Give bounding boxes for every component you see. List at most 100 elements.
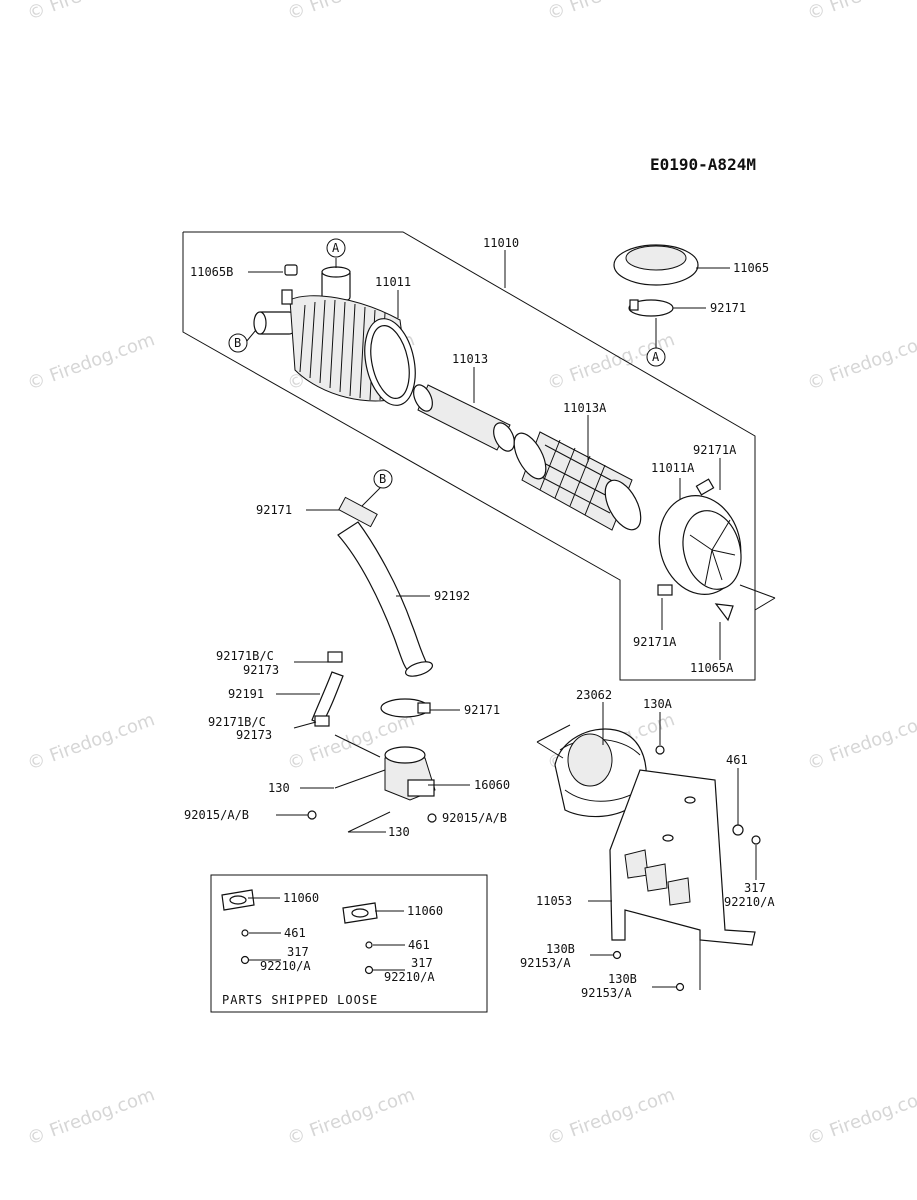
part-label-92153A-2: 92153/A [581,986,632,1000]
leader-line [739,584,776,599]
watermark: © Firedog.com [25,0,158,25]
callout-b-hose [373,469,393,489]
nut-92015 [307,810,317,820]
part-label-92171-top: 92171 [710,301,746,315]
hose-92192 [337,496,434,677]
callout-a-right [646,347,666,367]
part-label-92192: 92192 [434,589,470,603]
part-label-130B-2: 130B [608,972,637,986]
callout-b-left-label: B [234,336,241,350]
part-label-11011: 11011 [375,275,411,289]
box-label-461-1: 461 [284,926,306,940]
nut-130B [612,950,622,960]
box-label-11060-1: 11060 [283,891,319,905]
elbow-16060 [384,746,436,801]
box-label-11060-2: 11060 [407,904,443,918]
part-label-11065: 11065 [733,261,769,275]
leader-line [293,721,317,729]
nut-317 [751,835,761,845]
part-label-130A: 130A [643,697,673,711]
part-label-23062: 23062 [576,688,612,702]
nut-317-box [240,955,250,965]
callout-b-left [228,333,248,353]
callout-a-right-label: A [652,350,660,364]
diagram-code: E0190-A824M [650,155,756,174]
part-label-11010: 11010 [483,236,519,250]
clamp-92171-top [628,299,674,317]
part-label-92015-1: 92015/A/B [184,808,249,822]
part-label-11053: 11053 [536,894,572,908]
watermark: © Firedog.com [805,709,917,775]
leader-line [245,329,257,343]
bolt-130-lower [347,811,391,833]
shroud-23062 [554,728,647,818]
washer-461-box [365,941,373,949]
plate-11053 [609,769,756,946]
washer-461 [732,824,744,836]
callout-a-top-label: A [332,241,340,255]
leader-line [361,487,381,507]
leader-line [754,597,776,611]
watermark: © Firedog.com [285,1084,418,1150]
part-label-92171BC-2: 92171B/C [208,715,266,729]
part-label-130-1: 130 [268,781,290,795]
part-label-461-right: 461 [726,753,748,767]
watermark: © Firedog.com [25,1084,158,1150]
box-label-461-2: 461 [408,938,430,952]
watermark: © Firedog.com [545,1084,678,1150]
leader-line [334,734,381,758]
filter-11013 [413,384,515,452]
part-label-317-right: 317 [744,881,766,895]
part-label-92153A-1: 92153/A [520,956,571,970]
cover-11011A [657,478,742,622]
watermark: © Firedog.com [805,1084,917,1150]
box-label-317-1: 317 [287,945,309,959]
part-label-92210A-right: 92210/A [724,895,775,909]
part-label-16060: 16060 [474,778,510,792]
gasket-11060-left [221,889,255,911]
watermark: © Firedog.com [25,709,158,775]
clamp-92171 [380,698,431,718]
nut-130A [655,745,665,755]
part-label-11013: 11013 [452,352,488,366]
callout-b-hose-label: B [379,472,386,486]
leader-line [536,724,571,743]
air-cleaner-body [253,264,416,406]
watermark: © Firedog.com [25,329,158,395]
watermark: © Firedog.com [285,0,418,25]
box-title: PARTS SHIPPED LOOSE [222,993,378,1007]
assembly-outline [182,231,756,681]
part-label-92173-1: 92173 [243,663,279,677]
washer-461-box [241,929,249,937]
nut-317-box [364,965,374,975]
filter-11013A [513,431,642,531]
part-label-92171A-bottom: 92171A [633,635,677,649]
cap-11065 [613,244,699,286]
nut-92015 [427,813,437,823]
part-label-92171BC-1: 92171B/C [216,649,274,663]
box-label-317-2: 317 [411,956,433,970]
part-label-130B-1: 130B [546,942,575,956]
part-label-11065B: 11065B [190,265,233,279]
part-label-11011A: 11011A [651,461,695,475]
bolt-130-upper [334,769,386,789]
hose-92191 [311,651,344,727]
callout-a-top [326,238,346,258]
leader-line [536,741,564,759]
part-label-92171A-top: 92171A [693,443,737,457]
watermark: © Firedog.com [805,329,917,395]
box-label-92210A-1: 92210/A [260,959,311,973]
watermark: © Firedog.com [545,0,678,25]
gasket-11060-right [342,902,378,924]
part-label-11013A: 11013A [563,401,607,415]
box-label-92210A-2: 92210/A [384,970,435,984]
part-label-92173-2: 92173 [236,728,272,742]
part-label-92171-hose: 92171 [256,503,292,517]
part-label-92015-2: 92015/A/B [442,811,507,825]
part-label-92191: 92191 [228,687,264,701]
watermark: © Firedog.com [805,0,917,25]
part-label-11065A: 11065A [690,661,734,675]
part-label-92171-clamp: 92171 [464,703,500,717]
part-label-130-2: 130 [388,825,410,839]
